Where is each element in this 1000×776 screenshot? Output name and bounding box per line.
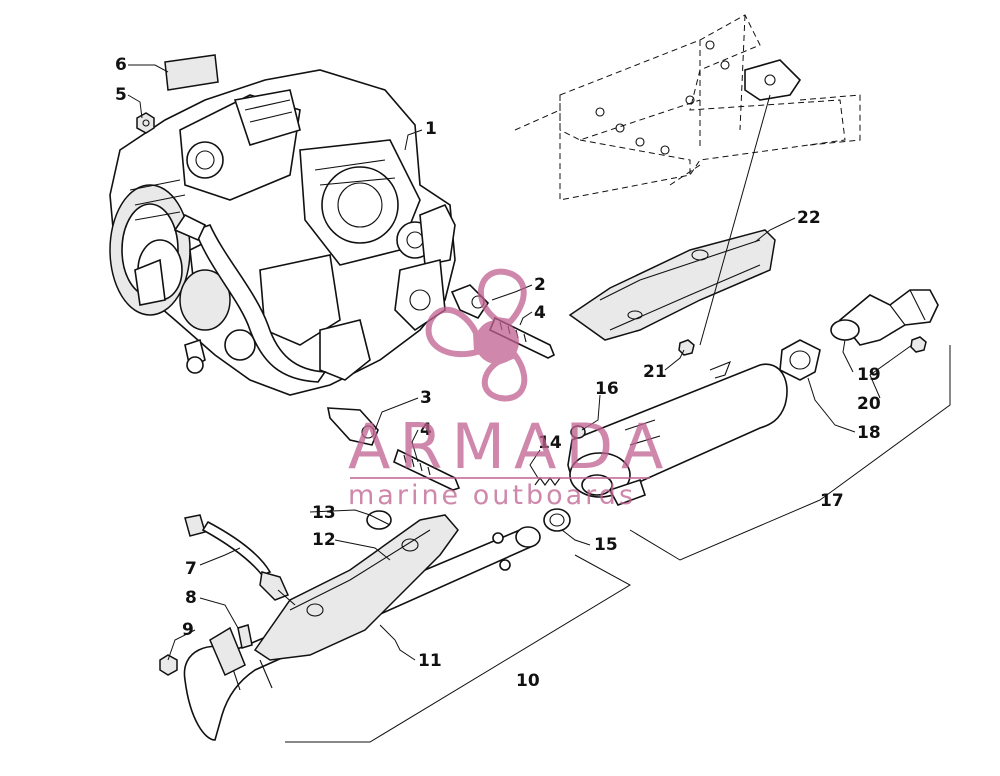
callout-4-lower: 4 [420,420,432,440]
bolt-21 [678,339,695,356]
callout-6: 6 [115,55,127,75]
callout-12: 12 [312,530,336,550]
head-pipe [183,526,541,741]
watermark-brand: ARMADA [348,410,672,483]
callout-22: 22 [797,208,821,228]
callout-21: 21 [643,362,667,382]
flange-plate [209,626,246,677]
callout-17: 17 [820,491,844,511]
vehicle-frame [514,14,861,201]
gasket-8 [237,624,253,649]
callout-7: 7 [185,559,197,579]
callout-2: 2 [534,275,546,295]
nut-5 [136,112,155,134]
callout-16: 16 [595,379,619,399]
nut-9 [159,654,178,676]
clamp-13 [366,510,392,530]
callout-13: 13 [312,503,336,523]
callout-10: 10 [516,671,540,691]
callout-8: 8 [185,588,197,608]
leader-lines [127,64,951,743]
callout-20: 20 [857,394,881,414]
washer-16 [570,425,586,439]
engine-label-sticker [164,54,219,91]
callouts: 1 2 3 4 4 5 6 7 8 9 10 11 12 13 14 15 16… [115,55,881,691]
callout-19: 19 [857,365,881,385]
callout-4-upper: 4 [534,303,546,323]
heat-shield [568,229,776,341]
watermark-tagline: marine outboards [348,480,636,511]
clamp-15 [543,508,571,532]
callout-15: 15 [594,535,618,555]
callout-9: 9 [182,620,194,640]
callout-5: 5 [115,85,127,105]
callout-1: 1 [425,119,437,139]
callout-3: 3 [420,388,432,408]
propeller-logo [425,268,528,402]
oxygen-sensor [184,514,296,606]
watermark: ARMADA marine outboards [348,268,672,511]
exhaust-stud-lower [327,407,461,491]
gasket-18 [779,339,821,381]
pipe-heat-shield [253,514,459,661]
engine [109,69,456,396]
callout-18: 18 [857,423,881,443]
spring-14 [534,477,561,486]
bolt-20 [910,336,927,353]
callout-11: 11 [418,651,442,671]
callout-14: 14 [538,433,562,453]
muffler [567,361,788,506]
tail-pipe [830,289,939,346]
